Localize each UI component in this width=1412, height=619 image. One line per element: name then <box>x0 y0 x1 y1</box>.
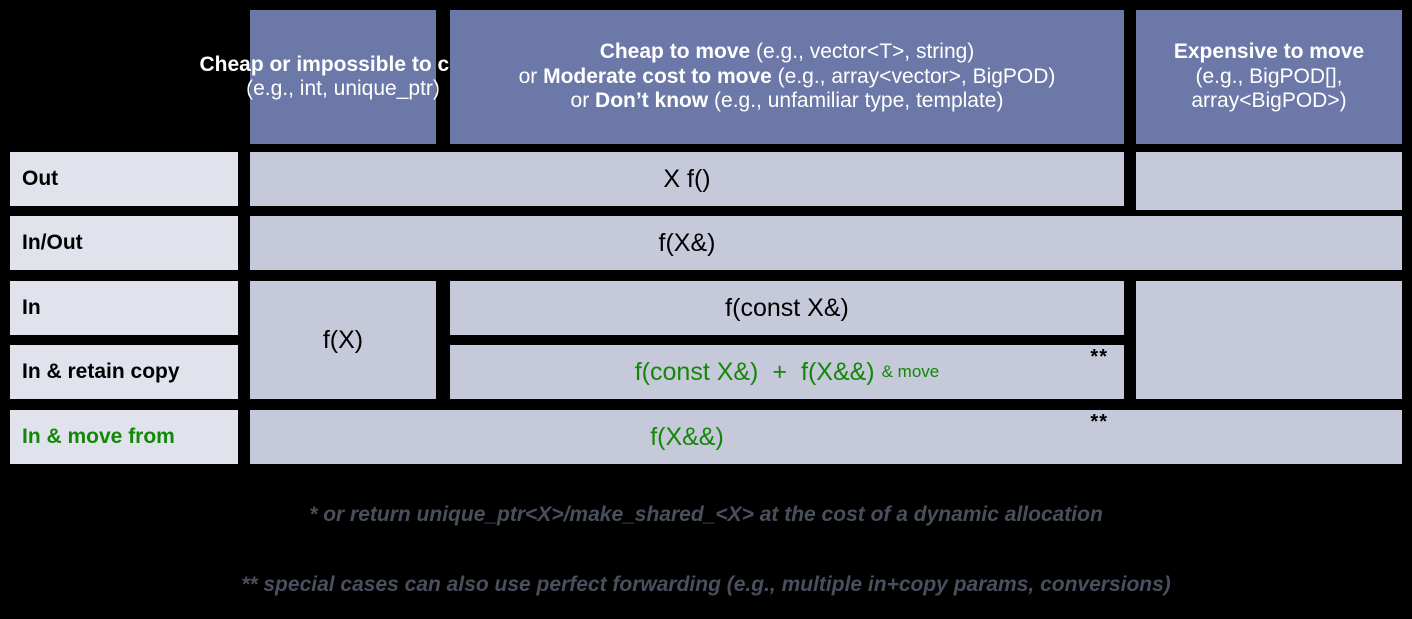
cell-out-main-text: X f() <box>663 164 711 193</box>
header-cheap-move-rest-1: (e.g., vector<T>, string) <box>750 40 975 64</box>
cell-in-cheap-copy-fx: f(X) <box>250 281 436 399</box>
header-expensive-rest-1: (e.g., BigPOD[], <box>1195 64 1343 88</box>
header-cheap-move-bold-1: Cheap to move <box>599 40 751 64</box>
header-cheap-move-line-1: Cheap to move (e.g., vector<T>, string) <box>600 40 975 64</box>
header-cheap-to-move: Cheap to move (e.g., vector<T>, string) … <box>450 10 1124 144</box>
cell-in-main: f(const X&) <box>450 281 1124 335</box>
header-cheap-or-impossible-to-copy: Cheap or impossible to copy (e.g., int, … <box>199 10 487 144</box>
header-cheap-move-bold-2: Moderate cost to move <box>543 64 772 88</box>
footnote-single-asterisk: * or return unique_ptr<X>/make_shared_<X… <box>309 503 1103 526</box>
cell-in-main-text: f(const X&) <box>725 293 849 322</box>
header-cheap-move-prefix-3: or <box>570 89 596 113</box>
header-cheap-copy-rest: (e.g., int, unique_ptr) <box>246 77 440 100</box>
row-label-in-out: In/Out <box>10 216 238 270</box>
header-expensive-bold: Expensive to move <box>1173 40 1365 64</box>
row-label-in-retain-copy: In & retain copy <box>10 345 238 399</box>
cell-expensive-out-inout <box>1136 152 1402 210</box>
cell-expensive-in-retain <box>1136 281 1402 399</box>
header-cheap-move-bold-3: Don’t know <box>595 89 709 113</box>
header-cheap-move-rest-3: (e.g., unfamiliar type, template) <box>708 89 1004 113</box>
row-label-in: In <box>10 281 238 335</box>
cell-retain-part2: f(X&&) <box>801 357 875 386</box>
cell-retain-plus: + <box>772 357 787 386</box>
row-label-in-out-text: In/Out <box>22 230 83 254</box>
cell-inout-main-text: f(X&) <box>658 228 716 257</box>
row-label-in-text: In <box>22 295 41 319</box>
row-label-out: Out <box>10 152 238 206</box>
cell-move-from-text: f(X&&) <box>650 422 724 451</box>
header-cheap-copy-bold: Cheap or impossible to copy <box>199 52 487 76</box>
header-cheap-move-line-2: or Moderate cost to move (e.g., array<ve… <box>519 65 1056 89</box>
header-expensive-rest-2: array<BigPOD>) <box>1191 89 1347 113</box>
cell-in-move-from-main: f(X&&) ** <box>250 410 1402 464</box>
row-label-in-move-from-text: In & move from <box>22 424 175 448</box>
footnote-double-asterisk: ** special cases can also use perfect fo… <box>241 573 1171 596</box>
row-label-in-move-from: In & move from <box>10 410 238 464</box>
cell-retain-footnote-marker: ** <box>1090 346 1108 368</box>
header-expensive-to-move: Expensive to move (e.g., BigPOD[], array… <box>1136 10 1402 144</box>
cell-out-main: X f() <box>250 152 1124 206</box>
cell-in-cheap-copy-text: f(X) <box>322 325 364 354</box>
cell-inout-main: f(X&) <box>250 216 1402 270</box>
row-label-in-retain-copy-text: In & retain copy <box>22 359 180 383</box>
header-cheap-copy-text: Cheap or impossible to copy (e.g., int, … <box>199 53 486 102</box>
header-corner-cell <box>10 10 238 140</box>
header-cheap-move-line-3: or Don’t know (e.g., unfamiliar type, te… <box>571 89 1004 113</box>
cell-in-retain-copy-main: f(const X&) + f(X&&) & move ** <box>450 345 1124 399</box>
cell-retain-part3: & move <box>881 362 940 382</box>
cell-move-from-footnote-marker: ** <box>1090 411 1108 433</box>
row-label-out-text: Out <box>22 166 59 190</box>
header-cheap-move-rest-2: (e.g., array<vector>, BigPOD) <box>771 64 1056 88</box>
header-cheap-move-prefix-2: or <box>518 64 544 88</box>
cell-retain-part1: f(const X&) <box>634 357 759 386</box>
